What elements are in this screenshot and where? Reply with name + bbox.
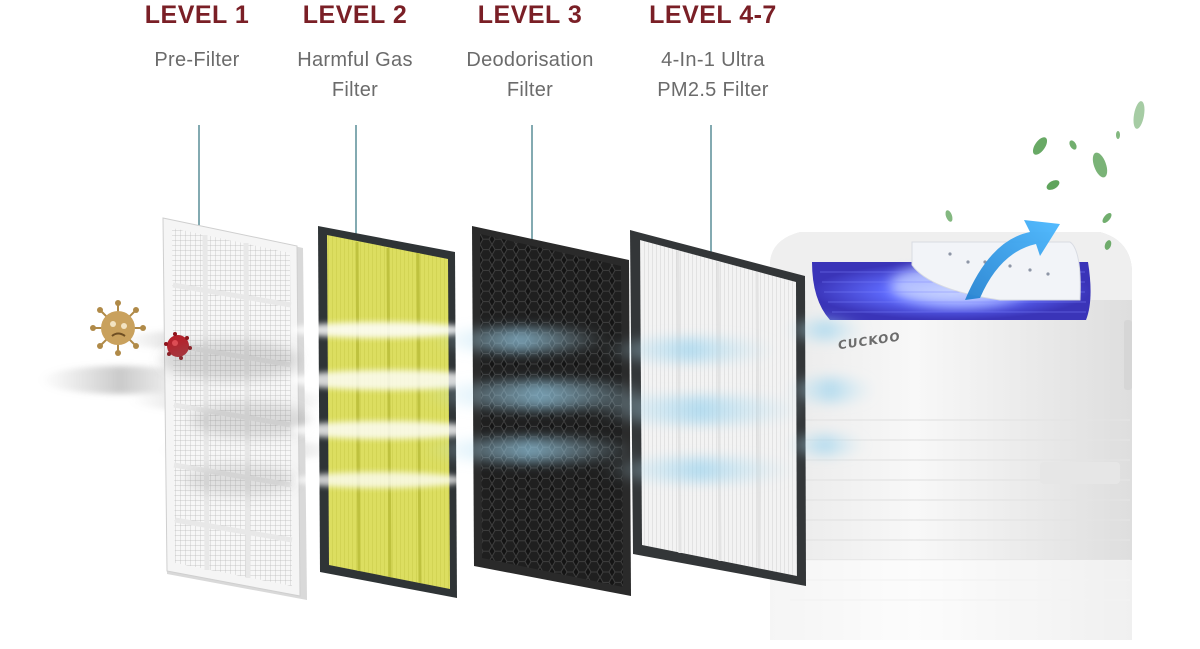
level-description-line: Deodorisation bbox=[466, 49, 594, 71]
clean-airflow bbox=[290, 322, 490, 488]
level-title: LEVEL 4-7 bbox=[649, 1, 777, 29]
level-2-heading: LEVEL 2 Harmful Gas Filter bbox=[245, 0, 465, 105]
level-description-line: 4-In-1 Ultra bbox=[661, 49, 765, 71]
level-description: Harmful Gas Filter bbox=[245, 45, 465, 105]
level-title: LEVEL 3 bbox=[477, 1, 583, 29]
virus-icon bbox=[90, 300, 146, 356]
level-description: Deodorisation Filter bbox=[420, 45, 640, 105]
level-description-line: Harmful Gas bbox=[297, 49, 413, 71]
level-description: Pre-Filter bbox=[87, 45, 307, 75]
smoke-overlay bbox=[160, 340, 310, 496]
airflow-arrow-icon bbox=[965, 220, 1060, 300]
level-description: 4-In-1 Ultra PM2.5 Filter bbox=[603, 45, 823, 105]
level-description-line: Filter bbox=[506, 79, 554, 101]
leaf-icon bbox=[945, 101, 1145, 250]
level-title: LEVEL 1 bbox=[144, 1, 250, 29]
ultra-pm25-filter-panel bbox=[630, 230, 806, 586]
level-3-heading: LEVEL 3 Deodorisation Filter bbox=[420, 0, 640, 105]
level-description-line: Filter bbox=[331, 79, 379, 101]
level-title: LEVEL 2 bbox=[302, 1, 408, 29]
level-4-7-heading: LEVEL 4-7 4-In-1 Ultra PM2.5 Filter bbox=[603, 0, 823, 105]
deodorisation-filter-panel bbox=[472, 226, 631, 596]
level-description-line: Pre-Filter bbox=[154, 49, 240, 71]
control-panel bbox=[911, 241, 1081, 301]
level-1-heading: LEVEL 1 Pre-Filter bbox=[87, 0, 307, 75]
harmful-gas-filter-panel bbox=[318, 226, 457, 598]
purified-airflow bbox=[420, 320, 875, 482]
level-description-line: PM2.5 Filter bbox=[657, 79, 769, 101]
